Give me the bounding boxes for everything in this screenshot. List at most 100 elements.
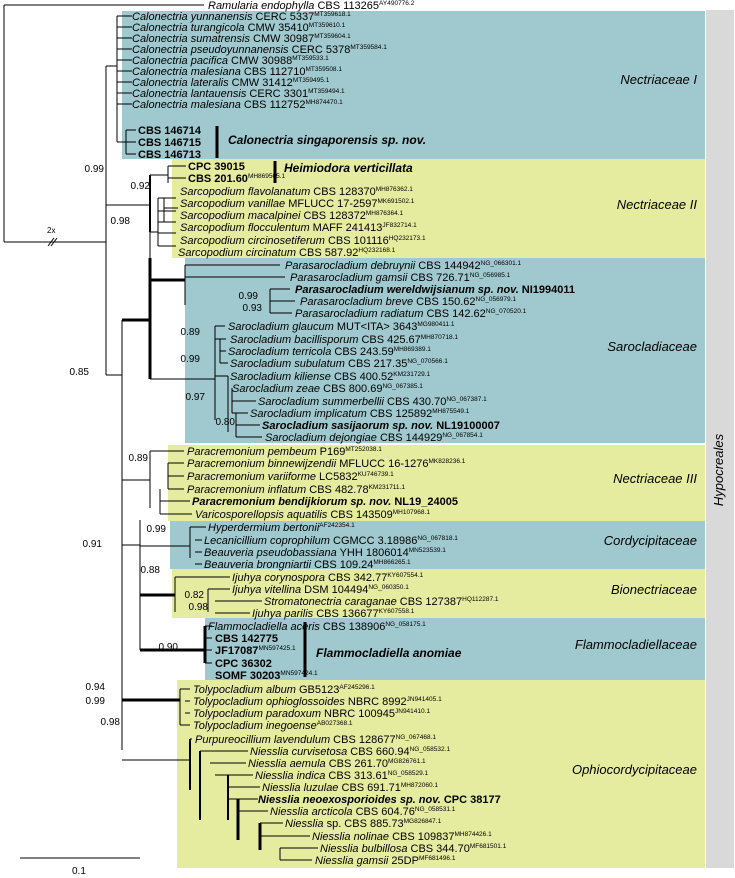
support-value: 0.88	[141, 565, 161, 576]
taxon-label: SOMF 30203MN597424.1	[215, 670, 318, 682]
taxon-label: Sarocladium sasijaorum sp. nov. NL191000…	[262, 420, 500, 432]
family-label: Nectriaceae II	[617, 197, 698, 212]
support-value: 0.99	[86, 696, 106, 707]
taxon-label: Paracremonium bendijkiorum sp. nov. NL19…	[192, 496, 458, 508]
support-value: 0.99	[85, 164, 105, 175]
support-value: 0.93	[243, 303, 263, 314]
family-box-4	[168, 445, 705, 521]
taxon-label: CBS 146713	[138, 149, 201, 161]
family-label: Cordycipitaceae	[604, 533, 697, 548]
family-box-1	[122, 11, 705, 159]
family-box-5	[170, 521, 705, 569]
taxon-label: Purpureocillium lavendulum CBS 128677NG_…	[195, 734, 436, 746]
taxon-label: Stromatonectria caraganae CBS 127387HQ11…	[264, 596, 499, 608]
taxon-label: Calonectria pseudoyunnanensis CERC 5378M…	[132, 44, 387, 56]
novel-taxon-label: Flammocladiella anomiae	[316, 646, 462, 660]
family-label: Nectriaceae III	[613, 471, 697, 486]
taxon-label: Niesslia aemula CBS 261.70MG826761.1	[248, 758, 426, 770]
support-value: 0.82	[185, 590, 205, 601]
taxon-label: CPC 39015	[188, 161, 245, 173]
taxon-label: Sarocladium bacillisporum CBS 425.67MH87…	[230, 334, 458, 346]
family-box-8	[177, 680, 705, 868]
taxon-label: Calonectria malesiana CBS 112752MH874470…	[132, 99, 343, 111]
family-label: Ophiocordycipitaceae	[572, 762, 697, 777]
taxon-label: Sarocladium kiliense CBS 400.52KM231729.…	[230, 371, 431, 383]
support-value: 0.94	[86, 682, 106, 693]
taxon-label: Niesslia arcticola CBS 604.76NG_058531.1	[270, 806, 456, 818]
taxon-label: Tolypocladium paradoxum NBRC 100945JN941…	[193, 708, 430, 720]
novel-taxon-label: Calonectria singaporensis sp. nov.	[228, 133, 426, 147]
taxon-label: Niesslia curvisetosa CBS 660.94NG_058532…	[250, 746, 450, 758]
taxon-label: Parasarocladium wereldwijsianum sp. nov.…	[295, 284, 575, 296]
taxon-label: Sarcopodium flocculentum MAFF 241413JF83…	[180, 222, 417, 234]
support-value: 0.89	[181, 327, 201, 338]
support-value: 0.99	[147, 524, 167, 535]
taxon-label: Hyperdermium bertoniiAF242354.1	[208, 522, 355, 534]
taxon-label: Niesslia sp. CBS 885.73MG826847.1	[285, 818, 442, 830]
support-value: 0.85	[70, 367, 90, 378]
taxon-label: Niesslia luzulae CBS 691.71MH872060.1	[262, 782, 438, 794]
family-label: Nectriaceae I	[620, 72, 697, 87]
taxon-label: Paracremonium inflatum CBS 482.78KM23171…	[187, 484, 405, 496]
taxon-label: Beauveria brongniartii CBS 109.24MH86626…	[204, 559, 411, 571]
taxon-label: CBS 201.60MH869505.1	[188, 173, 286, 185]
taxon-label: Sarcopodium vanillae MFLUCC 17-2597MK691…	[180, 198, 415, 210]
order-bar	[706, 10, 734, 868]
taxon-label: Tolypocladium album GB5123AF245296.1	[193, 684, 375, 696]
taxon-label: Calonectria sumatrensis CMW 30987MT35960…	[132, 33, 351, 45]
scale-label: 0.1	[72, 866, 86, 877]
support-value: 0.99	[239, 291, 259, 302]
taxon-label: Ijuhya parilis CBS 136677KY607558.1	[252, 608, 415, 620]
support-value: 0.98	[189, 602, 209, 613]
taxon-label: Calonectria malesiana CBS 112710MT359508…	[132, 66, 342, 78]
taxon-label: Ijuhya vitellina DSM 104494NG_060350.1	[232, 584, 409, 596]
long-branch-marker: 2x	[47, 226, 58, 247]
taxon-label: Tolypocladium inegoenseAB027368.1	[193, 720, 353, 732]
taxon-label: Flammocladiella aceris CBS 138906NG_0581…	[208, 621, 426, 633]
taxon-label: Parasarocladium breve CBS 150.62NG_05697…	[300, 296, 516, 308]
taxon-label: CBS 146715	[138, 137, 201, 149]
support-value: 0.90	[159, 642, 179, 653]
taxon-label: Sarcopodium macalpinei CBS 128372MH87636…	[180, 210, 403, 222]
taxon-label: Varicosporellopsis aquatilis CBS 143509M…	[195, 509, 430, 521]
family-label: Flammocladiellaceae	[575, 637, 697, 652]
taxon-label: Lecanicillium coprophilum CGMCC 3.18986N…	[204, 535, 458, 547]
taxon-label: Tolypocladium ophioglossoides NBRC 8992J…	[193, 696, 442, 708]
taxon-label: Parasarocladium radiatum CBS 142.62NG_07…	[295, 308, 527, 320]
family-box-7	[205, 618, 705, 680]
taxon-label: Calonectria yunnanensis CERC 5337MT35961…	[132, 11, 351, 23]
taxon-label: Parasarocladium gamsii CBS 726.71NG_0569…	[290, 272, 511, 284]
taxon-label: Ijuhya corynospora CBS 342.77KY607554.1	[232, 572, 423, 584]
taxon-label: Niesslia indica CBS 313.61NG_058529.1	[255, 770, 429, 782]
taxon-label: Parasarocladium debruynii CBS 144942NG_0…	[285, 260, 522, 272]
taxon-label: Niesslia nolinae CBS 109837MH874426.1	[312, 831, 492, 843]
taxon-label: CPC 36302	[215, 658, 272, 670]
support-value: 0.98	[101, 717, 121, 728]
taxon-label: Calonectria lateralis CMW 31412MT359495.…	[132, 77, 330, 89]
family-label: Bionectriaceae	[611, 582, 697, 597]
taxon-label: Sarocladium subulatum CBS 217.35NG_07056…	[230, 358, 448, 370]
order-label: Hypocreales	[711, 433, 726, 506]
support-value: 0.92	[131, 181, 151, 192]
taxon-label: Niesslia gamsii 25DPMF681496.1	[315, 855, 456, 867]
support-value: 0.98	[111, 216, 131, 227]
support-value: 0.99	[181, 354, 201, 365]
taxon-label: Sarcopodium circinatum CBS 587.92HQ23216…	[178, 247, 396, 259]
taxon-label: Niesslia neoexosporioides sp. nov. CPC 3…	[258, 794, 501, 806]
taxon-label: Calonectria lantauensis CERC 3301MT35949…	[132, 88, 345, 100]
taxon-label: Sarocladium dejongiae CBS 144929NG_06785…	[265, 432, 483, 444]
family-box-2	[172, 159, 705, 258]
taxon-label: Ramularia endophylla CBS 113265AY490776.…	[208, 0, 415, 12]
novel-taxon-label: Heimiodora verticillata	[284, 161, 413, 175]
support-value: 0.80	[216, 417, 236, 428]
taxon-label: Calonectria turangicola CMW 35410MT35961…	[132, 22, 346, 34]
taxon-label: Beauveria pseudobassiana YHH 1806014MN52…	[204, 547, 446, 559]
taxon-label: Paracremonium variiforme LC5832KU746739.…	[187, 471, 394, 483]
taxon-label: Sarcopodium flavolanatum CBS 128370MH876…	[180, 186, 413, 198]
taxon-label: Sarocladium zeae CBS 800.69NG_067385.1	[232, 383, 423, 395]
taxon-label: Calonectria pacifica CMW 30988MT359533.1	[132, 55, 329, 67]
taxon-label: Sarocladium implicatum CBS 125892MH87554…	[250, 408, 470, 420]
taxon-label: Niesslia bulbillosa CBS 344.70MF681501.1	[320, 843, 507, 855]
